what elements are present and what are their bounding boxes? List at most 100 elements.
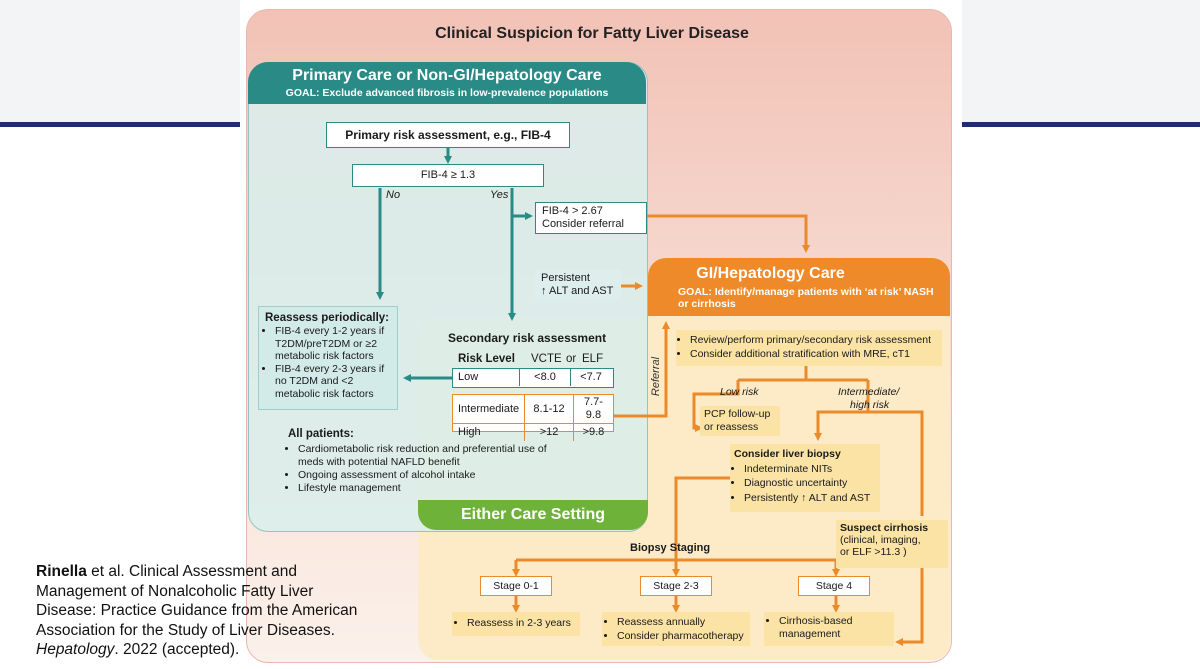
row-intermediate-elf: 7.7-9.8 [572, 395, 613, 424]
fib4-check-label: FIB-4 ≥ 1.3 [420, 169, 476, 181]
arrow-referral-from-table [614, 321, 670, 418]
arrow-referral-top [646, 214, 810, 253]
fib4-high-line1: FIB-4 > 2.67 [542, 205, 603, 217]
stage-4-outcome-line1: Cirrhosis-based [779, 615, 894, 628]
persistent-line2: ↑ ALT and AST [541, 285, 614, 297]
referral-label: Referral [650, 356, 663, 397]
stage-4-label: Stage 4 [815, 580, 853, 592]
intermediate-high-risk-label-1: Intermediate/ [838, 386, 900, 398]
primary-care-goal: GOAL: Exclude advanced fibrosis in low-p… [285, 87, 609, 99]
gi-review-item-1: Review/perform primary/secondary risk as… [690, 333, 938, 347]
yes-branch-label: Yes [490, 189, 509, 201]
pcp-line1: PCP follow-up [704, 408, 771, 420]
secondary-title: Secondary risk assessment [448, 331, 607, 345]
stage-4-outcome-line2: management [779, 627, 841, 640]
connector-biopsy-to-staging [674, 476, 730, 544]
citation: Rinella et al. Clinical Assessment and M… [36, 562, 416, 660]
connector-risk-split [738, 366, 868, 382]
all-patients-title: All patients: [288, 428, 354, 440]
stage-0-1-outcome-box: Reassess in 2-3 years [452, 612, 580, 636]
col-risk-level: Risk Level [458, 353, 515, 365]
all-patients-item-3: Lifestyle management [298, 482, 558, 495]
reassess-item-2: FIB-4 every 2-3 years if no T2DM and <2 … [275, 363, 391, 401]
col-vcte: VCTE [531, 353, 562, 365]
primary-risk-assessment-label: Primary risk assessment, e.g., FIB-4 [345, 128, 551, 142]
gi-header: GI/Hepatology Care [696, 265, 845, 282]
stage-2-3-outcome-box: Reassess annually Consider pharmacothera… [602, 612, 750, 646]
citation-author: Rinella [36, 563, 87, 580]
row-high-elf: >9.8 [572, 423, 613, 441]
persistent-line1: Persistent [541, 272, 590, 284]
header-rule-left [0, 122, 240, 127]
arrow-intermediate-high [814, 380, 870, 441]
all-patients-block: All patients: Cardiometabolic risk reduc… [288, 428, 558, 495]
row-low-level: Low [458, 371, 479, 383]
liver-biopsy-item-1: Indeterminate NITs [744, 462, 880, 477]
row-high-level: High [458, 426, 481, 438]
connector-int-to-cirrhosis [868, 410, 924, 516]
stage-2-3-label: Stage 2-3 [653, 580, 699, 592]
pcp-line2: or reassess [704, 421, 759, 433]
no-branch-label: No [386, 189, 401, 201]
citation-line4: Association for the Study of Liver Disea… [36, 621, 335, 639]
stage-2-3-box: Stage 2-3 [640, 576, 712, 596]
fib4-high-box: FIB-4 > 2.67 Consider referral [535, 202, 647, 234]
citation-line2: Management of Nonalcoholic Fatty Liver [36, 582, 314, 600]
stage-2-3-outcome-1: Reassess annually [617, 615, 750, 629]
biopsy-staging-title: Biopsy Staging [630, 542, 711, 554]
primary-care-header: Primary Care or Non-GI/Hepatology Care [292, 67, 602, 84]
diagram-title: Clinical Suspicion for Fatty Liver Disea… [435, 25, 749, 42]
flow-connectors [376, 148, 924, 646]
citation-journal: Hepatology [36, 641, 115, 658]
liver-biopsy-title: Consider liver biopsy [734, 448, 841, 460]
row-intermediate-vcte: 8.1-12 [524, 395, 574, 424]
all-patients-item-2: Ongoing assessment of alcohol intake [298, 469, 558, 482]
row-high-vcte: >12 [524, 423, 574, 441]
header-rule-right [962, 122, 1200, 127]
citation-line3: Disease: Practice Guidance from the Amer… [36, 602, 358, 619]
reassess-title: Reassess periodically: [265, 312, 390, 324]
primary-care-header-bg [248, 62, 646, 104]
reassess-box: Reassess periodically: FIB-4 every 1-2 y… [258, 306, 398, 410]
gi-header-bg [648, 258, 950, 316]
stage-0-1-outcome: Reassess in 2-3 years [467, 617, 580, 630]
col-or: or [566, 353, 577, 365]
stage-0-1-label: Stage 0-1 [493, 580, 539, 592]
header-band-right [962, 0, 1200, 122]
risk-row-low: Low <8.0 <7.7 [452, 368, 614, 388]
gi-review-box: Review/perform primary/secondary risk as… [676, 330, 942, 366]
stage-0-1-box: Stage 0-1 [480, 576, 552, 596]
row-intermediate-level: Intermediate [453, 395, 525, 424]
liver-biopsy-item-2: Diagnostic uncertainty [744, 476, 880, 491]
suspect-cirrhosis-title: Suspect cirrhosis [840, 522, 929, 534]
primary-risk-assessment-box: Primary risk assessment, e.g., FIB-4 [326, 122, 570, 148]
pcp-followup-box: PCP follow-up or reassess [700, 406, 780, 436]
all-patients-item-1: Cardiometabolic risk reduction and prefe… [298, 443, 558, 469]
stage-4-outcome-box: Cirrhosis-based management [764, 612, 894, 646]
fib4-high-line2: Consider referral [542, 218, 624, 230]
persistent-box: Persistent ↑ ALT and AST [535, 270, 621, 300]
suspect-cirrhosis-box: Suspect cirrhosis (clinical, imaging, or… [836, 520, 948, 568]
either-care-banner [418, 500, 648, 530]
row-low-vcte: <8.0 [519, 369, 571, 386]
gi-review-item-2: Consider additional stratification with … [690, 347, 938, 361]
arrow-low-risk [692, 380, 740, 432]
risk-rows-intermediate-high: Intermediate 8.1-12 7.7-9.8 High >12 >9.… [452, 394, 614, 441]
fib4-check-box: FIB-4 ≥ 1.3 [352, 164, 544, 187]
gi-goal: GOAL: Identify/manage patients with ‘at … [678, 286, 934, 310]
citation-line5: . 2022 (accepted). [114, 641, 240, 658]
header-band-left [0, 0, 240, 122]
suspect-cirrhosis-line2: or ELF >11.3 ) [840, 546, 907, 558]
col-elf: ELF [582, 353, 604, 365]
liver-biopsy-box: Consider liver biopsy Indeterminate NITs… [730, 444, 880, 512]
stage-2-3-outcome-2: Consider pharmacotherapy [617, 629, 750, 643]
reassess-item-1: FIB-4 every 1-2 years if T2DM/preT2DM or… [275, 325, 391, 363]
low-risk-label: Low risk [720, 386, 759, 398]
either-care-label: Either Care Setting [460, 506, 606, 523]
arrow-cirrhosis-to-stage4 [895, 568, 924, 646]
citation-line1: et al. Clinical Assessment and [86, 563, 298, 580]
stage-4-box: Stage 4 [798, 576, 870, 596]
liver-biopsy-item-3: Persistently ↑ ALT and AST [744, 491, 880, 506]
intermediate-high-risk-label-2: high risk [850, 399, 890, 411]
suspect-cirrhosis-line1: (clinical, imaging, [840, 534, 921, 546]
